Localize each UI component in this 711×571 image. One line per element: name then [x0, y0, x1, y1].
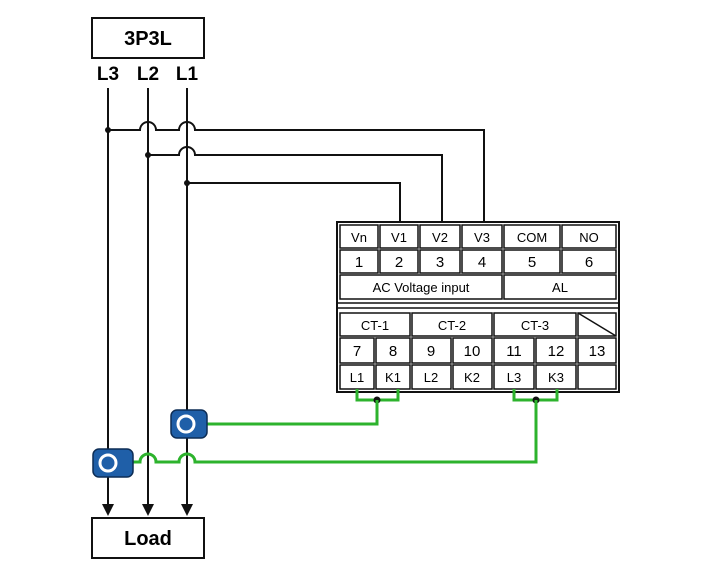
terminal-number-3: 3 — [436, 254, 444, 271]
voltage-wire-v2 — [148, 146, 443, 224]
label-v3: V3 — [474, 230, 490, 245]
ct-pin-l3: L3 — [507, 370, 521, 385]
terminal-number-2: 2 — [395, 254, 403, 271]
ct-sensor-l1 — [170, 409, 208, 439]
terminal-number-4: 4 — [478, 254, 486, 271]
terminal-number-8: 8 — [389, 343, 397, 360]
terminal-number-6: 6 — [585, 254, 593, 271]
voltage-wire-v1 — [187, 182, 401, 224]
label-no: NO — [579, 230, 599, 245]
terminal-number-9: 9 — [427, 343, 435, 360]
load-box: Load — [91, 517, 205, 559]
line-label-l1: L1 — [176, 64, 199, 85]
ac-voltage-label: AC Voltage input — [373, 280, 470, 295]
ct-sensor-l3 — [92, 448, 134, 478]
ct-group-1: CT-1 — [361, 318, 389, 333]
source-label: 3P3L — [124, 28, 172, 50]
label-vn: Vn — [351, 230, 367, 245]
line-label-l2: L2 — [137, 64, 159, 85]
label-v1: V1 — [391, 230, 407, 245]
ct-pin-k1: K1 — [385, 370, 401, 385]
label-v2: V2 — [432, 230, 448, 245]
terminal-block: Vn V1 V2 V3 COM NO 1 2 3 4 5 6 AC Voltag… — [336, 221, 620, 393]
ct-pin-k3: K3 — [548, 370, 564, 385]
terminal-number-12: 12 — [548, 343, 565, 360]
al-label: AL — [552, 280, 568, 295]
label-com: COM — [517, 230, 547, 245]
line-label-l3: L3 — [97, 64, 119, 85]
ct3-signal-wire — [130, 400, 538, 464]
load-label: Load — [124, 528, 172, 550]
terminal-number-10: 10 — [464, 343, 481, 360]
ct-pin-l2: L2 — [424, 370, 438, 385]
ct-pin-k2: K2 — [464, 370, 480, 385]
ct-group-3: CT-3 — [521, 318, 549, 333]
ct-group-2: CT-2 — [438, 318, 466, 333]
terminal-number-1: 1 — [355, 254, 363, 271]
ct1-signal-wire — [206, 400, 379, 426]
terminal-number-5: 5 — [528, 254, 536, 271]
terminal-number-13: 13 — [589, 343, 606, 360]
source-box: 3P3L — [91, 17, 205, 59]
voltage-wire-v3 — [108, 121, 485, 224]
ct-pin-l1: L1 — [350, 370, 364, 385]
terminal-number-11: 11 — [506, 343, 522, 360]
terminal-number-7: 7 — [353, 343, 361, 360]
